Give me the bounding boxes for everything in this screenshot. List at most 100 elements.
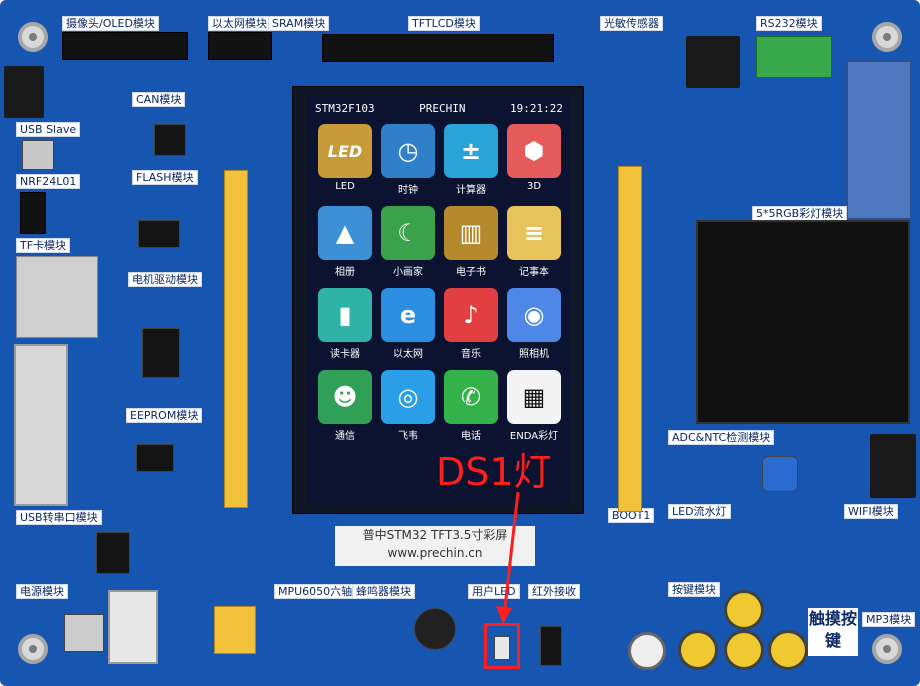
- jtag-connector: [14, 344, 68, 506]
- tft-label-line1: 普中STM32 TFT3.5寸彩屏: [362, 528, 508, 542]
- power-jack: [108, 590, 158, 664]
- module-label-key: 按键模块: [668, 582, 720, 597]
- touch-key-pad[interactable]: 触摸按键: [808, 608, 858, 656]
- lcd-app-wireless[interactable]: ◎飞韦: [378, 370, 438, 442]
- lcd-app-label: 通信: [335, 431, 355, 442]
- mounting-hole-top-right: [872, 22, 902, 52]
- led-icon: LED: [318, 124, 372, 178]
- paint-icon: ☾: [381, 206, 435, 260]
- module-label-usb-serial: USB转串口模块: [16, 510, 102, 525]
- lcd-app-music[interactable]: ♪音乐: [441, 288, 501, 360]
- lcd-app-cube-3d[interactable]: ⬢3D: [504, 124, 564, 196]
- ie-browser-icon: e: [381, 288, 435, 342]
- lcd-app-ie-browser[interactable]: e 以太网: [378, 288, 438, 360]
- lcd-app-camera[interactable]: ◉ 照相机: [504, 288, 564, 360]
- module-label-can: CAN模块: [132, 92, 186, 107]
- can-chip: [154, 124, 186, 156]
- power-terminal-top: [686, 36, 740, 88]
- lcd-app-label: 以太网: [393, 349, 423, 360]
- tf-card-slot: [16, 256, 98, 338]
- right-pin-strip: [618, 166, 642, 512]
- module-label-sram: SRAM模块: [268, 16, 330, 31]
- eeprom-chip: [136, 444, 174, 472]
- calculator-icon: ±: [444, 124, 498, 178]
- lcd-app-calculator[interactable]: ± 计算器: [441, 124, 501, 196]
- reset-button[interactable]: [628, 632, 666, 670]
- contact-icon: ☻: [318, 370, 372, 424]
- module-label-ethernet: 以太网模块: [208, 16, 271, 31]
- potentiometer[interactable]: [762, 456, 798, 492]
- ebook-icon: ▥: [444, 206, 498, 260]
- tft-label-line2: www.prechin.cn: [387, 546, 483, 560]
- lcd-app-label: ENDA彩灯: [509, 431, 559, 442]
- tftlcd-header: [322, 34, 554, 62]
- key2-button[interactable]: [678, 630, 718, 670]
- touch-key-label: 触摸按键: [808, 609, 857, 650]
- camera-icon: ◉: [507, 288, 561, 342]
- lcd-app-notepad[interactable]: ≡记事本: [504, 206, 564, 278]
- nrf24l01-header: [20, 192, 46, 234]
- lcd-app-ebook[interactable]: ▥ 电子书: [441, 206, 501, 278]
- module-label-usb-slave: USB Slave: [16, 122, 81, 137]
- camera-oled-header: [62, 32, 188, 60]
- lcd-app-label: 时钟: [398, 185, 418, 196]
- lcd-app-clock[interactable]: ◷ 时钟: [378, 124, 438, 196]
- module-label-adc-ntc: ADC&NTC检测模块: [668, 430, 775, 445]
- photo-album-icon: ▲: [318, 206, 372, 260]
- lcd-app-label: 读卡器: [330, 349, 360, 360]
- module-label-tftlcd: TFTLCD模块: [408, 16, 480, 31]
- usb-slave-port: [22, 140, 54, 170]
- qr-code-icon: ▦: [507, 370, 561, 424]
- motor-driver-chip: [142, 328, 180, 378]
- bottom-yellow-jumpers: [214, 606, 256, 654]
- usb-serial-chip: [96, 532, 130, 574]
- card-reader-icon: ▮: [318, 288, 372, 342]
- lcd-app-contact[interactable]: ☻ 通信: [315, 370, 375, 442]
- module-label-wifi: WIFI模块: [844, 504, 898, 519]
- phone-icon: ✆: [444, 370, 498, 424]
- key-up-button[interactable]: [724, 590, 764, 630]
- left-pin-strip: [224, 170, 248, 508]
- lcd-status-left: STM32F103: [315, 101, 375, 115]
- lcd-app-label: 照相机: [519, 349, 549, 360]
- module-label-ir: 红外接收: [528, 584, 580, 599]
- lcd-app-label: 电子书: [456, 267, 486, 278]
- module-label-motor: 电机驱动模块: [128, 272, 202, 287]
- lcd-app-label: 计算器: [456, 185, 486, 196]
- module-label-power: 电源模块: [16, 584, 68, 599]
- mounting-hole-bottom-left: [18, 634, 48, 664]
- tft-label-plate: 普中STM32 TFT3.5寸彩屏 www.prechin.cn: [335, 526, 535, 566]
- lcd-app-led[interactable]: LED LED: [315, 124, 375, 196]
- key1-button[interactable]: [724, 630, 764, 670]
- module-label-user-led: 用户LED: [468, 584, 520, 599]
- lcd-app-paint[interactable]: ☾小画家: [378, 206, 438, 278]
- mounting-hole-top-left: [18, 22, 48, 52]
- module-label-rgb: 5*5RGB彩灯模块: [752, 206, 848, 221]
- lcd-app-phone[interactable]: ✆ 电话: [441, 370, 501, 442]
- lcd-app-qr-code[interactable]: ▦ ENDA彩灯: [504, 370, 564, 442]
- module-label-photo: 光敏传感器: [600, 16, 663, 31]
- module-label-nrf24l01: NRF24L01: [16, 174, 81, 189]
- module-label-led-flow: LED流水灯: [668, 504, 731, 519]
- lcd-app-label: LED: [335, 181, 355, 192]
- music-icon: ♪: [444, 288, 498, 342]
- ethernet-header: [208, 32, 272, 60]
- mounting-hole-bottom-right: [872, 634, 902, 664]
- module-label-rs232: RS232模块: [756, 16, 822, 31]
- lcd-app-photo-album[interactable]: ▲ 相册: [315, 206, 375, 278]
- lcd-app-label: 记事本: [519, 267, 549, 278]
- rs232-terminal: [756, 36, 832, 78]
- module-label-mp3: MP3模块: [862, 612, 916, 627]
- lcd-app-label: 电话: [461, 431, 481, 442]
- module-label-eeprom: EEPROM模块: [126, 408, 203, 423]
- lcd-app-label: 相册: [335, 267, 355, 278]
- ds1-led: [494, 636, 510, 660]
- clock-icon: ◷: [381, 124, 435, 178]
- ir-receiver: [540, 626, 562, 666]
- lcd-app-card-reader[interactable]: ▮ 读卡器: [315, 288, 375, 360]
- power-terminal-right: [870, 434, 916, 498]
- key0-button[interactable]: [768, 630, 808, 670]
- module-label-buzzer: 蜂鸣器模块: [352, 584, 415, 599]
